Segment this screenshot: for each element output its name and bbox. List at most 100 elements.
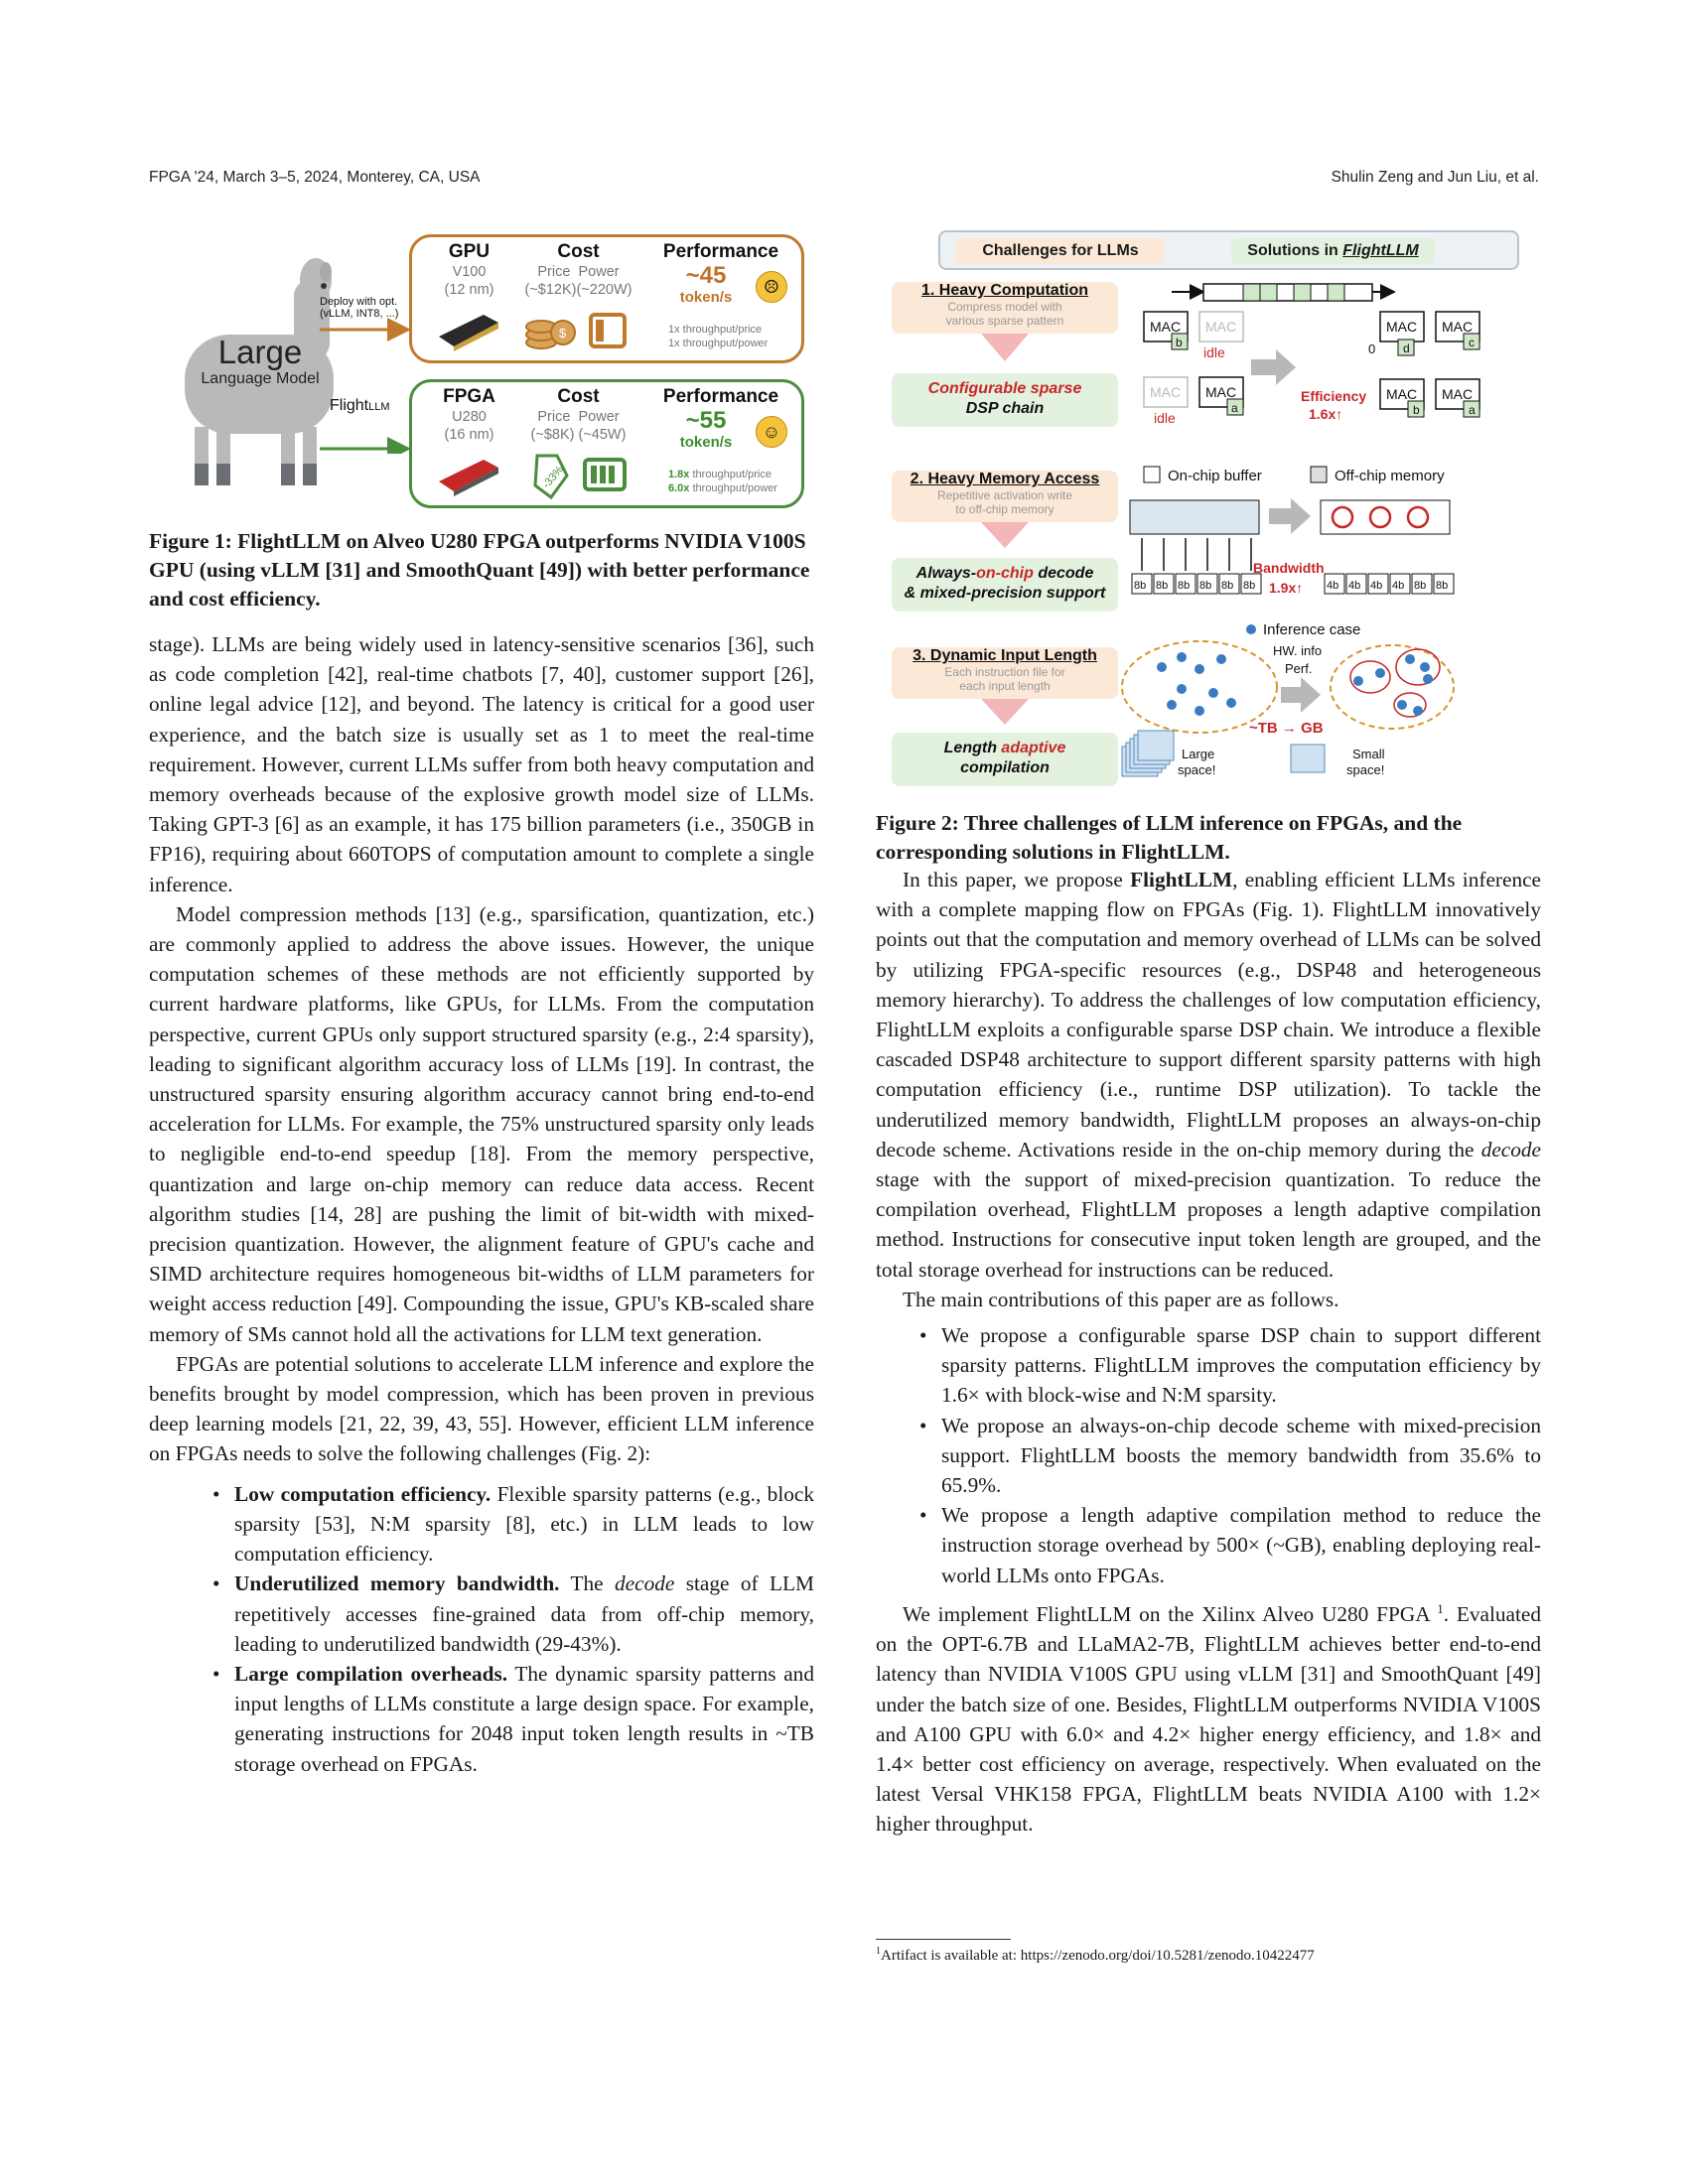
- gpu-power-label: Power: [578, 264, 620, 280]
- right-para-1: In this paper, we propose FlightLLM, ena…: [876, 868, 1542, 1282]
- fpga-note-2: throughput/power: [689, 482, 778, 494]
- bandwidth-value: 1.9x↑: [1269, 580, 1303, 596]
- fpga-node: (16 nm): [444, 427, 494, 443]
- fpga-price: (~$8K): [530, 427, 575, 443]
- fpga-cost-head: Cost: [557, 386, 600, 407]
- group-circle: [1349, 660, 1391, 694]
- right-column: In this paper, we propose FlightLLM, ena…: [876, 865, 1541, 1840]
- mac-label: MAC: [1442, 386, 1473, 402]
- left-para-1: stage). LLMs are being widely used in la…: [149, 632, 814, 896]
- challenge-2-em: decode: [615, 1571, 675, 1596]
- right-para-2: The main contributions of this paper are…: [903, 1287, 1339, 1311]
- challenge-3-text: The dynamic sparsity patterns and input …: [234, 1661, 814, 1776]
- contribution-item-3: We propose a length adaptive compilation…: [915, 1500, 1541, 1590]
- challenge-list: Low computation efficiency. Flexible spa…: [209, 1479, 814, 1779]
- figure-2-caption: Figure 2: Three challenges of LLM infere…: [876, 811, 1463, 864]
- mac-label: MAC: [1150, 319, 1181, 335]
- bit-cell-label: 8b: [1199, 580, 1211, 592]
- large-space-label-2: space!: [1178, 762, 1215, 777]
- offchip-legend-label: Off-chip memory: [1335, 468, 1445, 484]
- down-arrow-2: [981, 522, 1029, 548]
- transform-arrow-3: [1281, 677, 1321, 713]
- inference-case-dot: [1420, 662, 1430, 672]
- gpu-card-icon: [439, 315, 498, 351]
- bit-cell: [1218, 573, 1240, 595]
- gpu-node: (12 nm): [444, 282, 494, 298]
- dsp-chain-diagram: [1172, 283, 1396, 302]
- onchip-legend-label: On-chip buffer: [1168, 468, 1262, 484]
- hw-info-label: HW. info: [1273, 643, 1322, 658]
- flight-label: Flight: [330, 397, 369, 414]
- inference-case-dot: [1177, 652, 1187, 662]
- data-tag: [1397, 339, 1415, 356]
- data-tag-label: d: [1403, 341, 1410, 355]
- efficiency-value: 1.6x↑: [1309, 406, 1342, 422]
- running-header-left: FPGA '24, March 3–5, 2024, Monterey, CA,…: [149, 169, 481, 186]
- inference-case-dot: [1423, 674, 1433, 684]
- happy-face-icon: ☺: [756, 416, 787, 448]
- gpu-note-1: 1x throughput/price: [668, 324, 763, 336]
- gpu-note-2: 1x throughput/power: [668, 338, 769, 349]
- mac-block: [1143, 376, 1189, 408]
- gpu-model: V100: [452, 264, 487, 280]
- challenge-1-box: 1. Heavy Computation Compress model with…: [892, 282, 1118, 334]
- fpga-note-1-bold: 1.8x: [668, 469, 690, 480]
- bit-cell: [1240, 573, 1262, 595]
- fpga-card-icon: [439, 460, 498, 496]
- inference-case-dot: [1405, 654, 1415, 664]
- inference-case-dot: [1177, 684, 1187, 694]
- bit-cell-label: 8b: [1221, 580, 1233, 592]
- small-space-label-2: space!: [1346, 762, 1384, 777]
- contribution-list: We propose a configurable sparse DSP cha…: [915, 1320, 1541, 1590]
- inference-case-dot: [1195, 664, 1204, 674]
- data-tag: [1226, 398, 1244, 416]
- mac-label: MAC: [1205, 384, 1236, 400]
- small-space-label: Small: [1352, 747, 1385, 761]
- small-design-space: [1330, 644, 1455, 730]
- fpga-panel: FPGA U280 (16 nm) Cost Price Power (~$8K…: [409, 379, 804, 508]
- challenge-item-2: Underutilized memory bandwidth. The deco…: [209, 1569, 814, 1659]
- inference-case-dot: [1167, 700, 1177, 710]
- fpga-head: FPGA: [443, 386, 495, 407]
- file-stack-small: [1290, 744, 1326, 773]
- gpu-power: (~220W): [576, 282, 633, 298]
- mac-label: MAC: [1150, 384, 1181, 400]
- sad-face-icon: ☹: [756, 271, 787, 303]
- fpga-note-2-bold: 6.0x: [668, 482, 690, 494]
- bit-cell-label: 8b: [1156, 580, 1168, 592]
- data-tag-label: a: [1469, 403, 1476, 417]
- llama-illustration: [185, 258, 334, 485]
- efficiency-label: Efficiency: [1301, 388, 1366, 404]
- llama-label-main: Large: [217, 334, 303, 370]
- coins-battery-icon: $: [525, 313, 627, 349]
- storage-reduction-label: ~TB → GB: [1249, 720, 1324, 737]
- zero-label: 0: [1368, 341, 1375, 356]
- challenge-item-1: Low computation efficiency. Flexible spa…: [209, 1479, 814, 1570]
- inference-case-dot: [1216, 654, 1226, 664]
- gpu-price: (~$12K): [524, 282, 577, 298]
- inference-case-dot: [1208, 688, 1218, 698]
- mac-block: [1198, 311, 1244, 342]
- onchip-buffer: [1129, 499, 1260, 535]
- idle-label: idle: [1154, 410, 1176, 426]
- idle-label: idle: [1203, 344, 1225, 360]
- deploy-arrows: [320, 318, 411, 454]
- data-tag: [1407, 400, 1425, 418]
- figure-1-caption: Figure 1: FlightLLM on Alveo U280 FPGA o…: [149, 529, 810, 611]
- figure-2-header-bar: Challenges for LLMs Solutions in FlightL…: [938, 230, 1519, 270]
- tag-battery-icon: -33%: [533, 454, 627, 500]
- file-stack: [1137, 730, 1175, 761]
- left-column: stage). LLMs are being widely used in la…: [149, 629, 814, 1779]
- inference-case-label: Inference case: [1263, 621, 1360, 638]
- bit-cell: [1131, 573, 1153, 595]
- challenge-3-title: Large compilation overheads.: [234, 1661, 508, 1686]
- down-arrow-1: [981, 334, 1029, 361]
- challenges-tag: Challenges for LLMs: [956, 238, 1165, 264]
- svg-text:$: $: [559, 326, 567, 341]
- write-loop-icon: [1406, 505, 1430, 529]
- data-tag-label: a: [1231, 401, 1238, 415]
- group-circle: [1393, 692, 1427, 718]
- bit-cell: [1411, 573, 1433, 595]
- bit-cell-label: 4b: [1392, 580, 1404, 592]
- inference-case-swatch: [1246, 624, 1256, 634]
